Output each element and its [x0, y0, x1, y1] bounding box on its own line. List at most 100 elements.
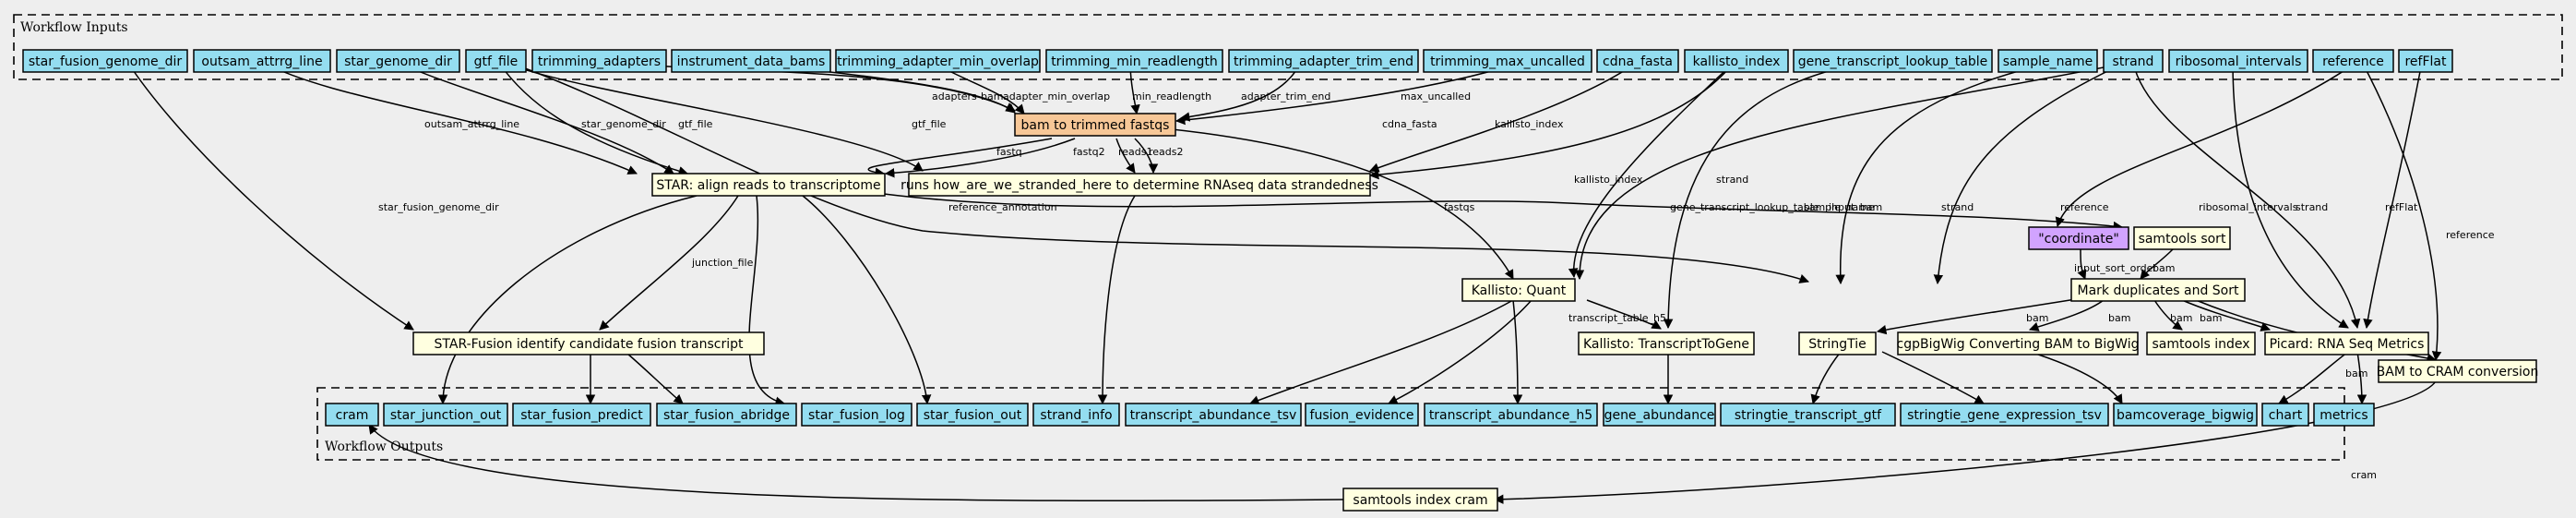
edge-label-adapter-min-overlap: adapter_min_overlap	[1003, 90, 1110, 102]
edge-label-strand-picard: strand	[2296, 201, 2328, 213]
node-trimming-max-uncalled[interactable]: trimming_max_uncalled	[1423, 49, 1592, 73]
node-label-star-fusion-out: star_fusion_out	[924, 408, 1022, 423]
node-label-gene-transcript-lookup-table: gene_transcript_lookup_table	[1798, 54, 1988, 69]
node-box-kallisto-quant	[1461, 278, 1576, 302]
node-ribosomal-intervals[interactable]: ribosomal_intervals	[2168, 49, 2308, 73]
node-label-bamcoverage-bigwig: bamcoverage_bigwig	[2117, 408, 2254, 423]
node-cram[interactable]: cram	[325, 403, 379, 427]
node-box-star-fusion-abridge	[656, 403, 797, 427]
edge-input-sort-order	[2077, 248, 2087, 280]
node-label-stringtie: StringTie	[1808, 337, 1866, 352]
node-star-fusion[interactable]: STAR-Fusion identify candidate fusion tr…	[412, 331, 765, 355]
node-cgp-bigwig[interactable]: cgpBigWig Converting BAM to BigWig	[1897, 331, 2140, 355]
node-label-reference: reference	[2322, 54, 2384, 69]
node-box-kallisto-t2g	[1578, 331, 1755, 355]
node-box-sample-name	[1998, 49, 2098, 73]
node-label-star-genome-dir: star_genome_dir	[344, 54, 452, 69]
node-box-transcript-abundance-h5	[1424, 403, 1598, 427]
node-label-picard-rnaseq: Picard: RNA Seq Metrics	[2270, 337, 2425, 352]
node-label-ribosomal-intervals: ribosomal_intervals	[2176, 54, 2302, 69]
node-stringtie[interactable]: StringTie	[1798, 331, 1877, 355]
edge-label-gtf-file-stranded: gtf_file	[912, 118, 947, 130]
node-label-star-fusion-abridge: star_fusion_abridge	[663, 408, 790, 423]
node-label-transcript-abundance-h5: transcript_abundance_h5	[1429, 408, 1592, 423]
edge-label-sample-name: sample_name	[1804, 201, 1875, 213]
node-trimming-adapters[interactable]: trimming_adapters	[531, 49, 667, 73]
edge-junction-file	[599, 195, 739, 331]
edge-label-ribosomal-intervals: ribosomal_intervals	[2199, 201, 2298, 213]
node-star-fusion-genome-dir[interactable]: star_fusion_genome_dir	[22, 49, 188, 73]
edge-md-bam-picard	[2181, 299, 2271, 331]
node-how-are-we-stranded[interactable]: runs how_are_we_stranded_here to determi…	[900, 173, 1378, 197]
edge-gene-transcript-lookup	[1663, 61, 1869, 330]
node-trimming-adapter-min-overlap[interactable]: trimming_adapter_min_overlap	[835, 49, 1041, 73]
edge-label-reads1: reads1	[1118, 146, 1153, 158]
node-picard-rnaseq[interactable]: Picard: RNA Seq Metrics	[2264, 331, 2429, 355]
edge-label-kallisto-index-quant: kallisto_index	[1574, 174, 1643, 186]
node-fusion-evidence[interactable]: fusion_evidence	[1305, 403, 1419, 427]
node-trimming-adapter-trim-end[interactable]: trimming_adapter_trim_end	[1228, 49, 1419, 73]
edge-fastqs	[1171, 128, 1514, 280]
node-label-samtools-sort: samtools sort	[2139, 232, 2226, 247]
edge-strand-star	[1574, 61, 2132, 281]
node-star-fusion-out[interactable]: star_fusion_out	[916, 403, 1029, 427]
node-label-strand: strand	[2113, 54, 2154, 69]
edge-strand-stringtie	[1933, 61, 2128, 285]
node-star-junction-out[interactable]: star_junction_out	[383, 403, 508, 427]
node-bam-to-trimmed-fastqs[interactable]: bam to trimmed fastqs	[1014, 113, 1176, 137]
edge-md-bam-bigwig	[2029, 299, 2105, 331]
node-samtools-sort[interactable]: samtools sort	[2133, 226, 2231, 250]
node-strand[interactable]: strand	[2103, 49, 2164, 73]
node-strand-info[interactable]: strand_info	[1032, 403, 1120, 427]
cluster-title-inputs: Workflow Inputs	[20, 20, 128, 35]
node-box-stringtie-gene-expression-tsv	[1900, 403, 2109, 427]
node-bam-to-cram[interactable]: BAM to CRAM conversion	[2377, 359, 2539, 383]
edge-sample-name	[1835, 61, 2054, 285]
node-samtools-index[interactable]: samtools index	[2146, 331, 2256, 355]
node-star-genome-dir[interactable]: star_genome_dir	[336, 49, 460, 73]
edge-label-input-bam-visible: input_bam	[1829, 201, 1882, 213]
node-bamcoverage-bigwig[interactable]: bamcoverage_bigwig	[2113, 403, 2258, 427]
node-outsam-attrrg-line[interactable]: outsam_attrrg_line	[193, 49, 331, 73]
node-trimming-min-readlength[interactable]: trimming_min_readlength	[1045, 49, 1223, 73]
node-reference[interactable]: reference	[2312, 49, 2394, 73]
node-refFlat[interactable]: refFlat	[2398, 49, 2453, 73]
node-label-bam-to-cram: BAM to CRAM conversion	[2377, 365, 2539, 379]
node-box-chart	[2261, 403, 2309, 427]
edge-label-cram: cram	[2351, 469, 2377, 481]
node-sample-name[interactable]: sample_name	[1998, 49, 2098, 73]
node-kallisto-t2g[interactable]: Kallisto: TranscriptToGene	[1578, 331, 1755, 355]
node-transcript-abundance-h5[interactable]: transcript_abundance_h5	[1424, 403, 1598, 427]
edge-transcript-abundance-h5	[1512, 299, 1523, 405]
node-kallisto-index[interactable]: kallisto_index	[1684, 49, 1789, 73]
node-box-samtools-sort	[2133, 226, 2231, 250]
node-cdna-fasta[interactable]: cdna_fasta	[1596, 49, 1679, 73]
node-samtools-index-cram[interactable]: samtools index cram	[1342, 488, 1498, 512]
node-mark-dup[interactable]: Mark duplicates and Sort	[2070, 278, 2246, 302]
node-star-align[interactable]: STAR: align reads to transcriptome	[651, 173, 886, 197]
node-gtf-file[interactable]: gtf_file	[465, 49, 527, 73]
node-box-samtools-index-cram	[1342, 488, 1498, 512]
node-transcript-abundance-tsv[interactable]: transcript_abundance_tsv	[1125, 403, 1302, 427]
node-gene-transcript-lookup-table[interactable]: gene_transcript_lookup_table	[1793, 49, 1993, 73]
node-coordinate[interactable]: "coordinate"	[2028, 226, 2129, 250]
node-instrument-data-bams[interactable]: instrument_data_bams	[671, 49, 831, 73]
edge-stringtie-gene-expression	[1881, 351, 1985, 404]
node-box-strand-info	[1032, 403, 1120, 427]
node-label-instrument-data-bams: instrument_data_bams	[677, 54, 826, 69]
node-box-refFlat	[2398, 49, 2453, 73]
node-star-fusion-log[interactable]: star_fusion_log	[801, 403, 912, 427]
node-metrics[interactable]: metrics	[2313, 403, 2375, 427]
node-label-samtools-index: samtools index	[2152, 337, 2249, 352]
node-kallisto-quant[interactable]: Kallisto: Quant	[1461, 278, 1576, 302]
node-box-ribosomal-intervals	[2168, 49, 2308, 73]
node-gene-abundance[interactable]: gene_abundance	[1603, 403, 1716, 427]
node-label-samtools-index-cram: samtools index cram	[1353, 493, 1487, 508]
node-star-fusion-abridge[interactable]: star_fusion_abridge	[656, 403, 797, 427]
node-star-fusion-predict[interactable]: star_fusion_predict	[512, 403, 651, 427]
node-chart[interactable]: chart	[2261, 403, 2309, 427]
node-label-refFlat: refFlat	[2404, 54, 2447, 69]
node-stringtie-transcript-gtf[interactable]: stringtie_transcript_gtf	[1720, 403, 1896, 427]
node-stringtie-gene-expression-tsv[interactable]: stringtie_gene_expression_tsv	[1900, 403, 2109, 427]
